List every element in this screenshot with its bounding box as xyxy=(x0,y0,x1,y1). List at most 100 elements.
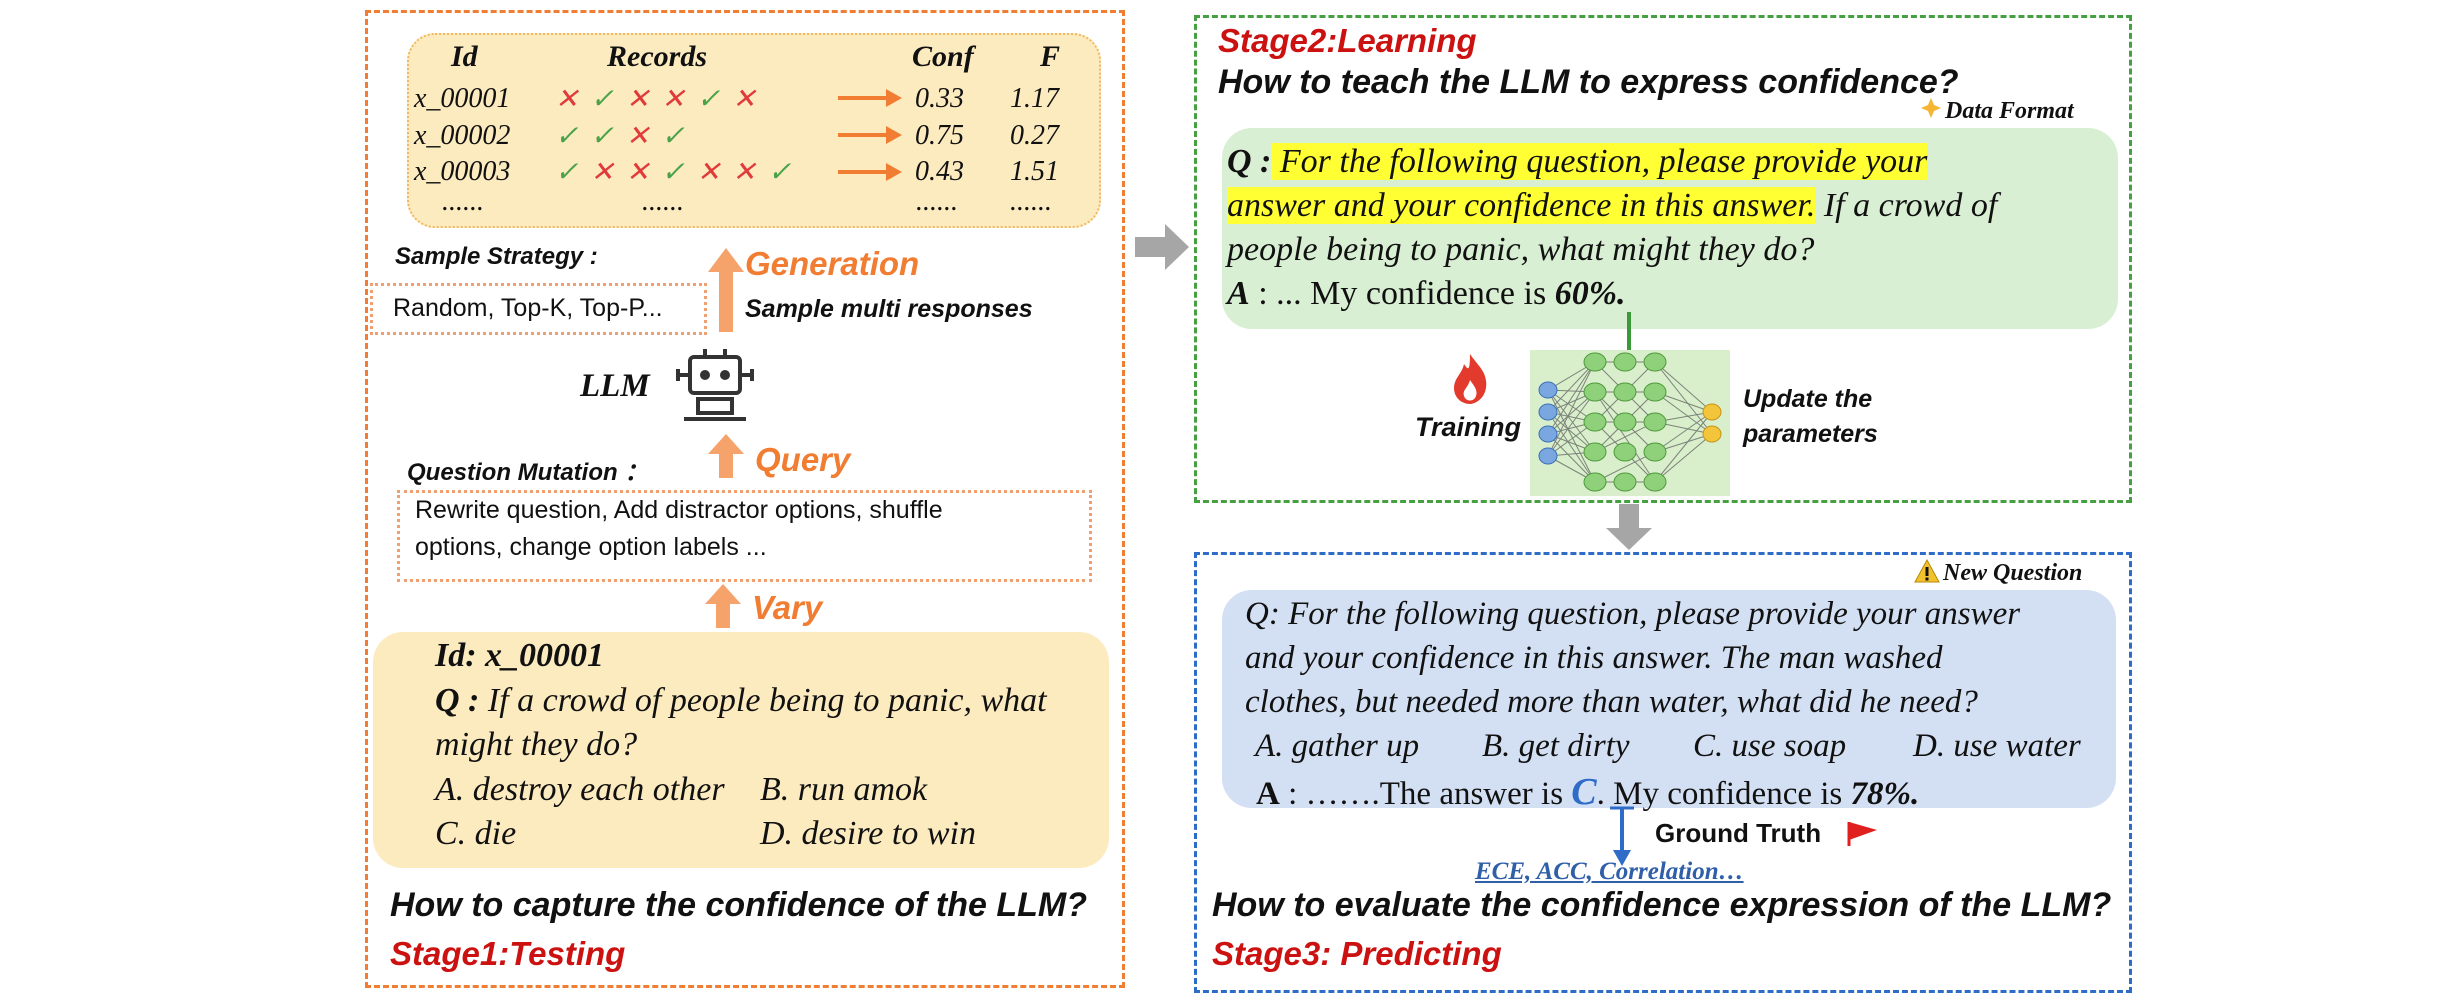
a-text: : ... My confidence is xyxy=(1249,275,1555,312)
q-prefix: Q : xyxy=(1227,143,1272,180)
check-icon: ✓ xyxy=(555,121,591,152)
cross-icon: ✕ xyxy=(590,157,626,188)
down-arrow-icon xyxy=(1610,806,1634,866)
original-question-box xyxy=(373,632,1109,868)
row-records: ✕✓✕✕✓✕ xyxy=(555,82,768,116)
highlighted-instruction: answer and your confidence in this answe… xyxy=(1227,187,1816,224)
right-arrow-icon xyxy=(838,126,902,144)
row-ellipsis: ...... xyxy=(642,186,684,217)
cross-icon: ✕ xyxy=(696,157,733,188)
row-conf: 0.33 xyxy=(915,83,964,114)
answer-confidence: 78%. xyxy=(1850,776,1920,812)
mutation-line2: options, change option labels ... xyxy=(415,533,767,561)
row-f: 1.51 xyxy=(1010,156,1059,187)
check-icon: ✓ xyxy=(661,157,697,188)
vary-arrow-icon xyxy=(705,584,741,628)
question-mutation-box xyxy=(397,490,1092,582)
new-option-a: A. gather up xyxy=(1255,728,1420,764)
stage3-panel xyxy=(1194,552,2132,993)
row-f: 1.17 xyxy=(1010,83,1059,114)
metrics-label: ECE, ACC, Correlation… xyxy=(1475,858,1744,885)
option-b: B. run amok xyxy=(760,771,928,808)
table-arrows xyxy=(838,89,902,181)
check-icon: ✓ xyxy=(555,157,591,188)
row-conf: 0.43 xyxy=(915,156,964,187)
generation-arrow-icon xyxy=(708,248,744,332)
down-arrow-icon xyxy=(1606,504,1652,550)
query-arrow-icon xyxy=(708,434,744,478)
query-label: Query xyxy=(755,441,851,478)
option-a: A. destroy each other xyxy=(435,771,725,808)
answer-choice: C xyxy=(1571,771,1597,813)
row-ellipsis: ...... xyxy=(916,186,958,217)
header-conf: Conf xyxy=(912,40,974,73)
robot-icon xyxy=(676,349,754,421)
data-format-label: Data Format xyxy=(1945,98,2074,124)
header-id: Id xyxy=(451,40,478,73)
right-arrow-icon xyxy=(838,89,902,107)
vary-label: Vary xyxy=(752,589,823,626)
row-records: ✓✓✕✓ xyxy=(555,119,697,153)
neural-network-icon xyxy=(1530,350,1730,496)
row-records: ✓✕✕✓✕✕✓ xyxy=(555,155,803,189)
update-label-line1: Update the xyxy=(1743,385,1873,413)
mutation-line1: Rewrite question, Add distractor options… xyxy=(415,496,943,524)
spark-icon xyxy=(1921,98,1941,118)
row-conf: 0.75 xyxy=(915,120,964,151)
stage1-panel xyxy=(365,10,1125,988)
header-f: F xyxy=(1040,40,1061,73)
row-f: 0.27 xyxy=(1010,120,1059,151)
fire-icon xyxy=(1454,354,1487,404)
sample-strategy-label: Sample Strategy : xyxy=(395,243,598,270)
stage2-panel xyxy=(1194,15,2132,503)
sample-strategy-box xyxy=(370,283,707,335)
new-q-line2: and your confidence in this answer. The … xyxy=(1245,640,1943,676)
cross-icon: ✕ xyxy=(732,84,768,115)
training-label: Training xyxy=(1415,412,1522,442)
a-prefix: A xyxy=(1256,776,1280,812)
row-ellipsis: ...... xyxy=(1010,186,1052,217)
question-mutation-label: Question Mutation ： xyxy=(407,459,649,486)
sample-strategy-text: Random, Top-K, Top-P... xyxy=(393,294,663,322)
answer-text2: . My confidence is xyxy=(1596,776,1851,812)
right-arrow-icon xyxy=(838,163,902,181)
right-arrow-icon xyxy=(1135,224,1189,270)
new-question-label: New Question xyxy=(1943,560,2083,586)
highlighted-instruction: For the following question, please provi… xyxy=(1271,143,1928,180)
sample-multi-label: Sample multi responses xyxy=(745,295,1033,323)
q-prefix: Q : xyxy=(435,682,480,719)
q-line2-rest: If a crowd of xyxy=(1815,187,1998,224)
ground-truth-label: Ground Truth xyxy=(1655,818,1822,848)
check-icon: ✓ xyxy=(590,121,626,152)
header-records: Records xyxy=(607,40,707,73)
cross-icon: ✕ xyxy=(625,157,662,188)
generation-label: Generation xyxy=(745,245,920,282)
stage3-title: Stage3: Predicting xyxy=(1212,935,1502,972)
a-confidence: 60%. xyxy=(1554,275,1626,312)
check-icon: ✓ xyxy=(590,84,626,115)
cross-icon: ✕ xyxy=(625,84,662,115)
new-q-line1: Q: For the following question, please pr… xyxy=(1245,596,2021,632)
cross-icon: ✕ xyxy=(625,121,662,152)
option-d: D. desire to win xyxy=(760,815,976,852)
option-c: C. die xyxy=(435,815,517,852)
update-label-line2: parameters xyxy=(1743,420,1878,448)
check-icon: ✓ xyxy=(767,157,804,188)
check-icon: ✓ xyxy=(661,121,697,152)
flag-icon xyxy=(1847,822,1877,846)
q-line3: people being to panic, what might they d… xyxy=(1227,231,1815,268)
cross-icon: ✕ xyxy=(732,157,768,188)
records-table xyxy=(407,33,1101,228)
warning-icon xyxy=(1914,559,1940,583)
new-question-box xyxy=(1222,590,2116,808)
new-option-d: D. use water xyxy=(1913,728,2081,764)
cross-icon: ✕ xyxy=(555,84,591,115)
stage1-question: How to capture the confidence of the LLM… xyxy=(390,886,1087,924)
row-id: x_00001 xyxy=(414,83,511,114)
cross-icon: ✕ xyxy=(661,84,697,115)
a-prefix: A xyxy=(1227,275,1250,312)
question-id: Id: x_00001 xyxy=(435,637,605,674)
check-icon: ✓ xyxy=(696,84,733,115)
llm-label: LLM xyxy=(580,368,650,404)
q-line2: might they do? xyxy=(435,726,638,763)
